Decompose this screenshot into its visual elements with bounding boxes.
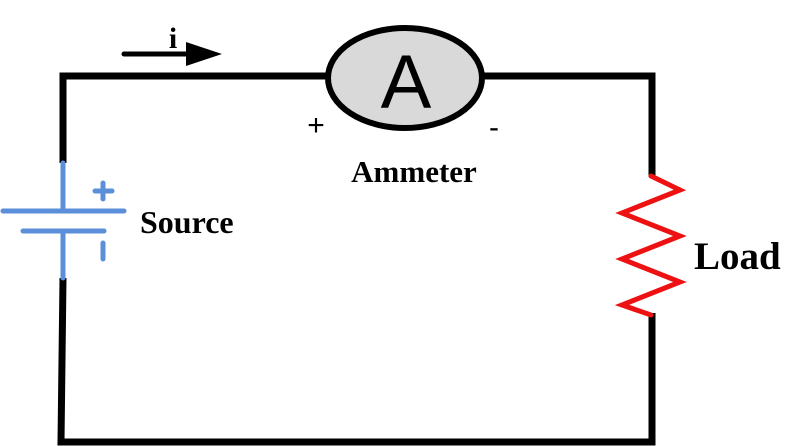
source-label: Source (140, 204, 234, 240)
ammeter-minus-sign: - (489, 111, 499, 144)
arrow-head-icon (186, 42, 222, 66)
wire-bottom (57, 277, 656, 446)
current-arrow (121, 42, 222, 66)
load-resistor (614, 173, 687, 318)
ammeter-symbol: A (381, 40, 432, 125)
source-battery (0, 160, 127, 281)
wire-top-left (59, 72, 330, 163)
current-label: i (169, 22, 177, 55)
wire-top-right (480, 72, 656, 177)
ammeter: A (325, 25, 485, 131)
ammeter-label: Ammeter (351, 154, 477, 189)
ammeter-plus-sign: + (307, 109, 325, 142)
load-label: Load (694, 235, 781, 278)
wires (57, 72, 656, 446)
ammeter-body (325, 25, 485, 131)
